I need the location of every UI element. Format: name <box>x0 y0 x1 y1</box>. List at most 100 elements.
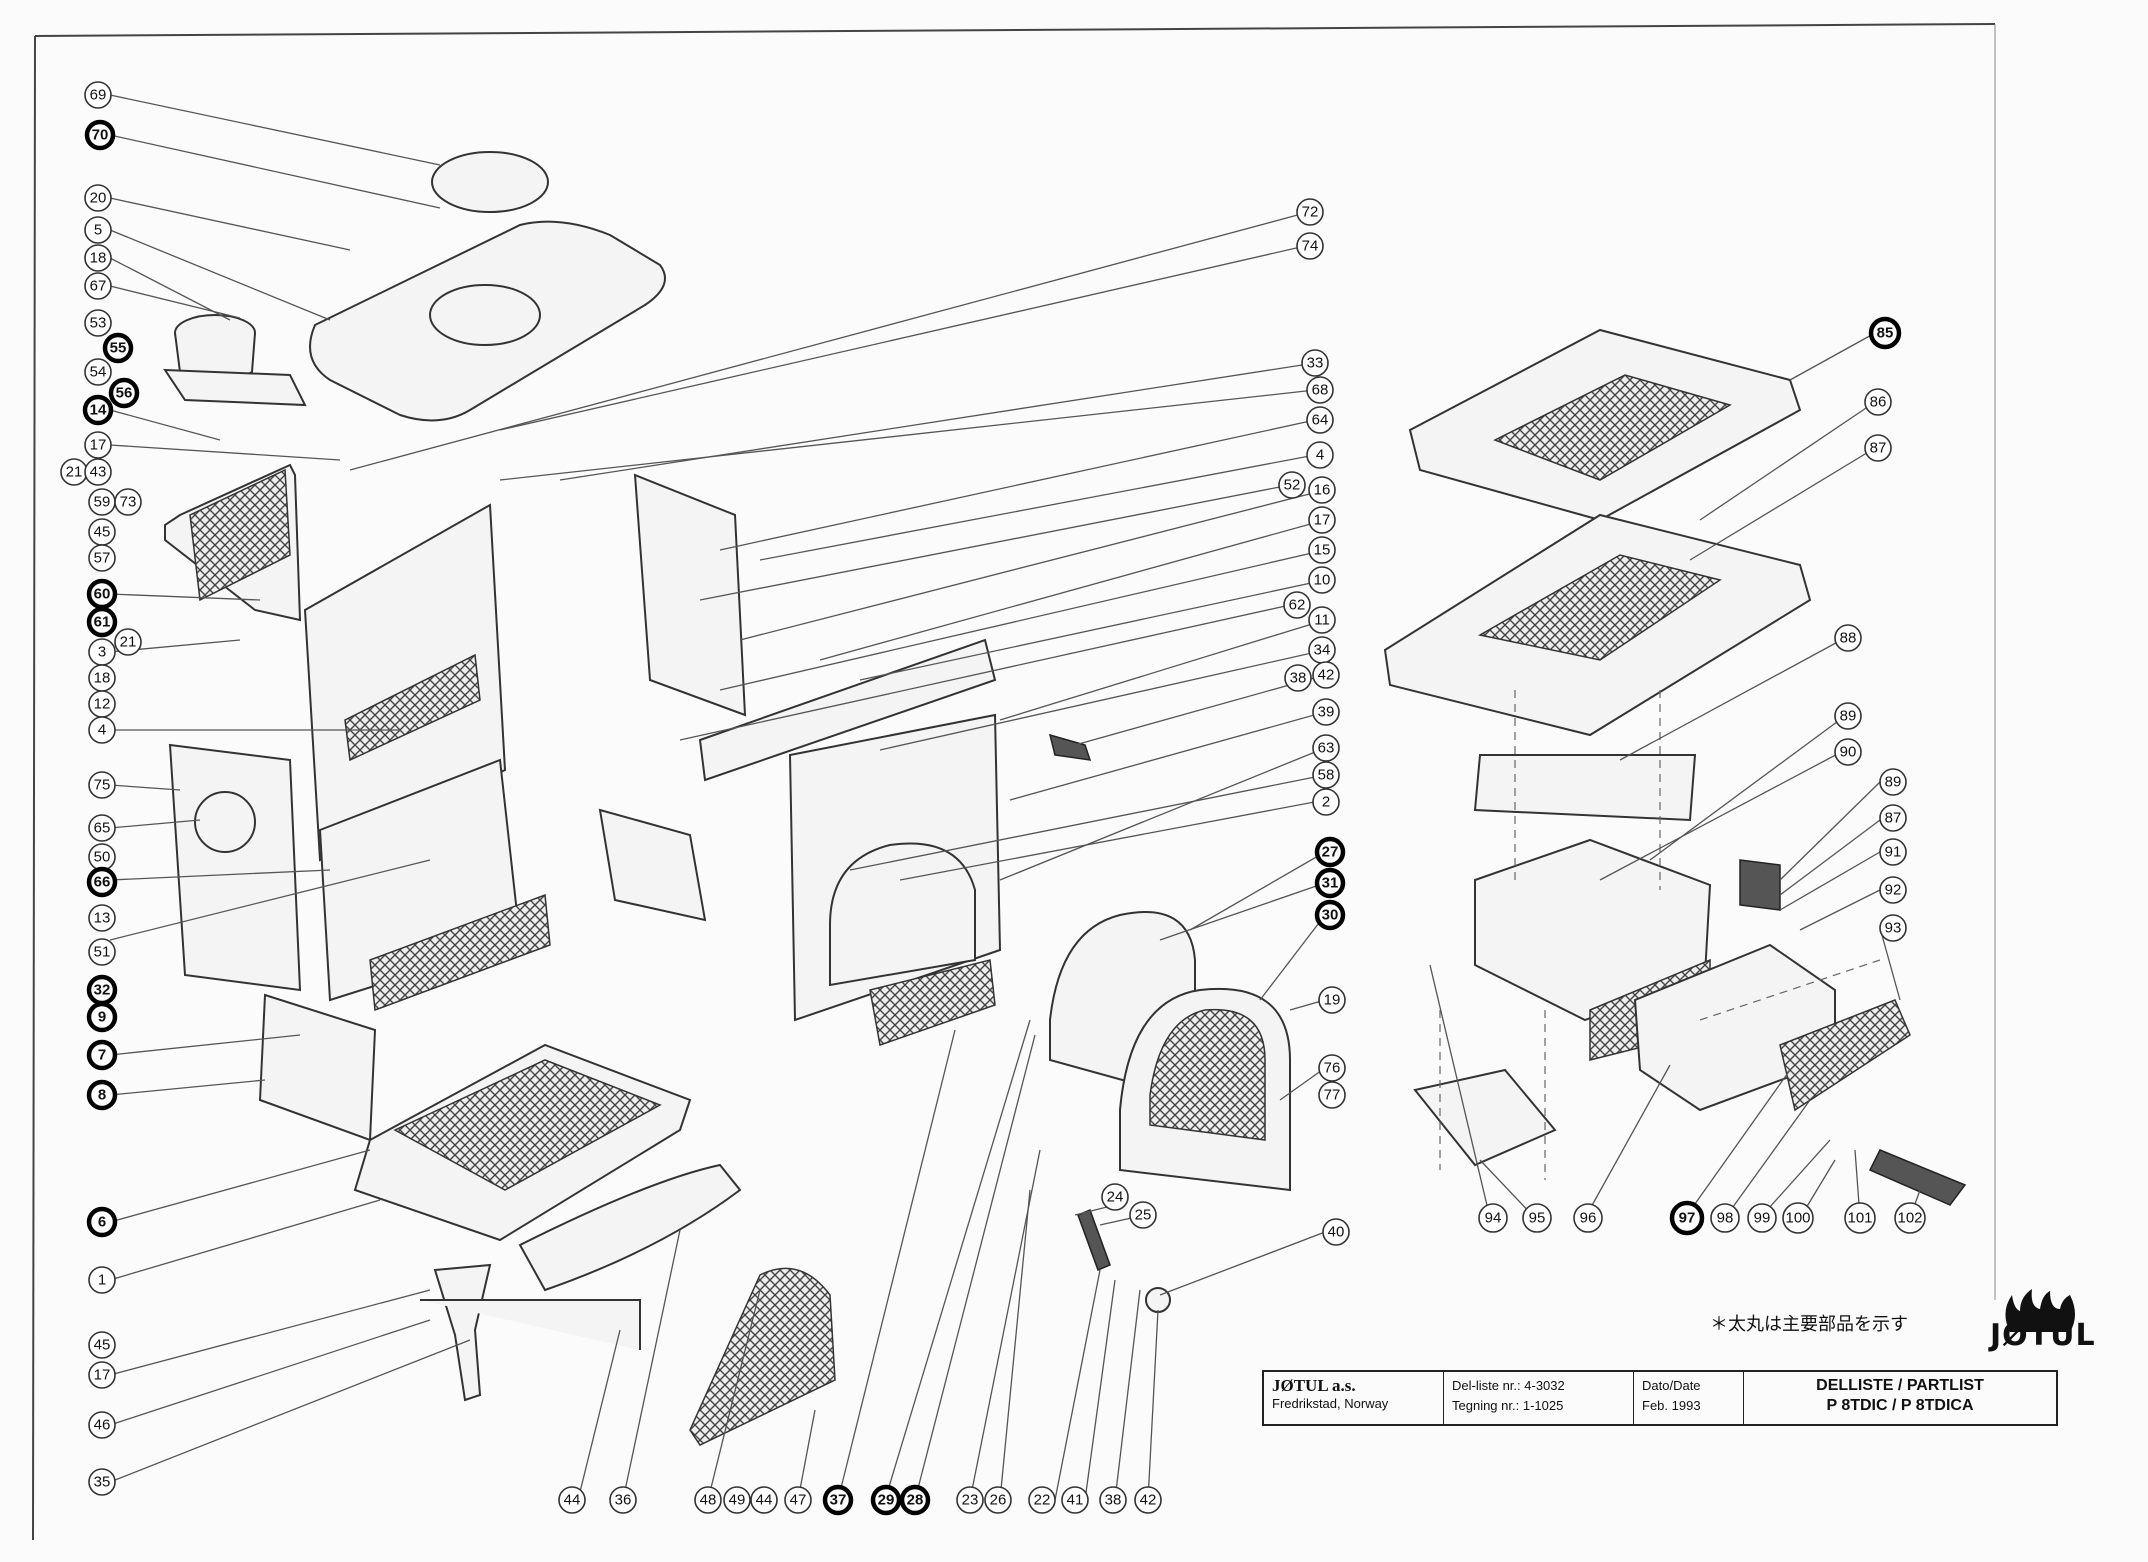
svg-text:88: 88 <box>1840 630 1857 647</box>
model-numbers: P 8TDIC / P 8TDICA <box>1826 1397 1974 1414</box>
svg-text:77: 77 <box>1324 1087 1341 1104</box>
svg-text:2: 2 <box>1322 794 1330 811</box>
part-side-plate-33 <box>633 473 747 717</box>
dashline-e <box>1699 959 1881 1021</box>
svg-text:45: 45 <box>94 1337 111 1354</box>
drawing-title: DELLISTE / PARTLIST <box>1816 1377 1984 1394</box>
svg-text:73: 73 <box>120 494 137 511</box>
svg-text:44: 44 <box>564 1492 581 1509</box>
svg-text:10: 10 <box>1314 572 1331 589</box>
svg-text:6: 6 <box>98 1214 106 1231</box>
callout-45: 45 <box>88 518 116 546</box>
part-air-control-65 <box>194 791 256 853</box>
flame-icon <box>2005 1289 2075 1332</box>
svg-text:46: 46 <box>94 1417 111 1434</box>
svg-text:62: 62 <box>1289 597 1306 614</box>
svg-text:64: 64 <box>1312 412 1329 429</box>
callout-92: 92 <box>1879 876 1907 904</box>
svg-text:38: 38 <box>1290 670 1307 687</box>
svg-text:42: 42 <box>1318 667 1335 684</box>
callout-2: 2 <box>1312 788 1340 816</box>
callout-89: 89 <box>1834 702 1862 730</box>
callout-76: 76 <box>1318 1054 1346 1082</box>
callout-24: 24 <box>1101 1183 1129 1211</box>
part-knob-38 <box>1145 1287 1171 1313</box>
svg-text:9: 9 <box>98 1009 106 1026</box>
svg-text:58: 58 <box>1318 767 1335 784</box>
company-location: Fredrikstad, Norway <box>1272 1396 1389 1411</box>
callout-21: 21 <box>60 458 88 486</box>
svg-text:21: 21 <box>66 464 83 481</box>
svg-text:102: 102 <box>1897 1210 1922 1227</box>
tegning-value: 1-1025 <box>1522 1398 1564 1413</box>
svg-text:21: 21 <box>120 634 137 651</box>
part-frame-grate <box>1477 554 1722 661</box>
callout-47: 47 <box>784 1486 812 1514</box>
svg-text:32: 32 <box>94 982 111 999</box>
svg-text:90: 90 <box>1840 744 1857 761</box>
callout-22: 22 <box>1028 1486 1056 1514</box>
part-grate-85 <box>1493 374 1732 481</box>
svg-text:92: 92 <box>1885 882 1902 899</box>
callout-87-b: 87 <box>1879 804 1907 832</box>
callout-26: 26 <box>984 1486 1012 1514</box>
callout-87: 87 <box>1864 434 1892 462</box>
svg-text:8: 8 <box>98 1087 106 1104</box>
callout-9: 9 <box>86 1001 118 1033</box>
svg-text:3: 3 <box>98 644 106 661</box>
part-frame <box>420 1299 641 1350</box>
part-grille-63 <box>869 959 996 1046</box>
svg-text:72: 72 <box>1302 204 1319 221</box>
part-grate-12 <box>344 653 481 762</box>
callout-91: 91 <box>1879 838 1907 866</box>
callout-61: 61 <box>86 606 118 638</box>
svg-text:20: 20 <box>90 190 107 207</box>
svg-text:49: 49 <box>729 1492 746 1509</box>
callout-72: 72 <box>1296 198 1324 226</box>
callout-67: 67 <box>84 272 112 300</box>
svg-text:25: 25 <box>1135 1207 1152 1224</box>
callout-58: 58 <box>1312 761 1340 789</box>
svg-text:53: 53 <box>90 315 107 332</box>
svg-text:37: 37 <box>830 1492 847 1509</box>
reference-cell: Del-liste nr.: 4-3032 Tegning nr.: 1-102… <box>1444 1372 1634 1424</box>
part-handle-22 <box>1077 1209 1111 1271</box>
callout-100: 100 <box>1782 1202 1814 1234</box>
svg-text:61: 61 <box>94 614 111 631</box>
callout-62: 62 <box>1283 591 1311 619</box>
callout-32: 32 <box>86 974 118 1006</box>
svg-text:87: 87 <box>1885 810 1902 827</box>
svg-text:66: 66 <box>94 874 111 891</box>
svg-text:15: 15 <box>1314 542 1331 559</box>
svg-text:7: 7 <box>98 1047 106 1064</box>
date-label: Dato/Date <box>1642 1378 1701 1393</box>
svg-text:5: 5 <box>94 222 102 239</box>
part-back-wall-4 <box>303 503 507 862</box>
callout-10: 10 <box>1308 566 1336 594</box>
callout-96: 96 <box>1573 1203 1603 1233</box>
part-side-glass <box>598 808 707 922</box>
del-liste-value: 4-3032 <box>1524 1378 1565 1393</box>
callout-15: 15 <box>1308 536 1336 564</box>
svg-text:16: 16 <box>1314 482 1331 499</box>
callout-11: 11 <box>1308 606 1336 634</box>
svg-text:63: 63 <box>1318 740 1335 757</box>
svg-text:45: 45 <box>94 524 111 541</box>
callout-55: 55 <box>102 332 134 364</box>
part-grate-60 <box>189 468 291 602</box>
svg-text:74: 74 <box>1302 238 1319 255</box>
svg-text:18: 18 <box>94 670 111 687</box>
callout-23: 23 <box>956 1486 984 1514</box>
callout-36: 36 <box>609 1486 637 1514</box>
callout-54: 54 <box>84 358 112 386</box>
svg-text:18: 18 <box>90 250 107 267</box>
svg-text:55: 55 <box>110 340 127 357</box>
callout-17: 17 <box>84 431 112 459</box>
callout-44: 44 <box>558 1486 586 1514</box>
svg-text:1: 1 <box>98 1272 106 1289</box>
svg-text:43: 43 <box>90 464 107 481</box>
callout-99: 99 <box>1747 1203 1777 1233</box>
part-spark-screen-47 <box>689 1267 836 1446</box>
callout-18: 18 <box>84 244 112 272</box>
